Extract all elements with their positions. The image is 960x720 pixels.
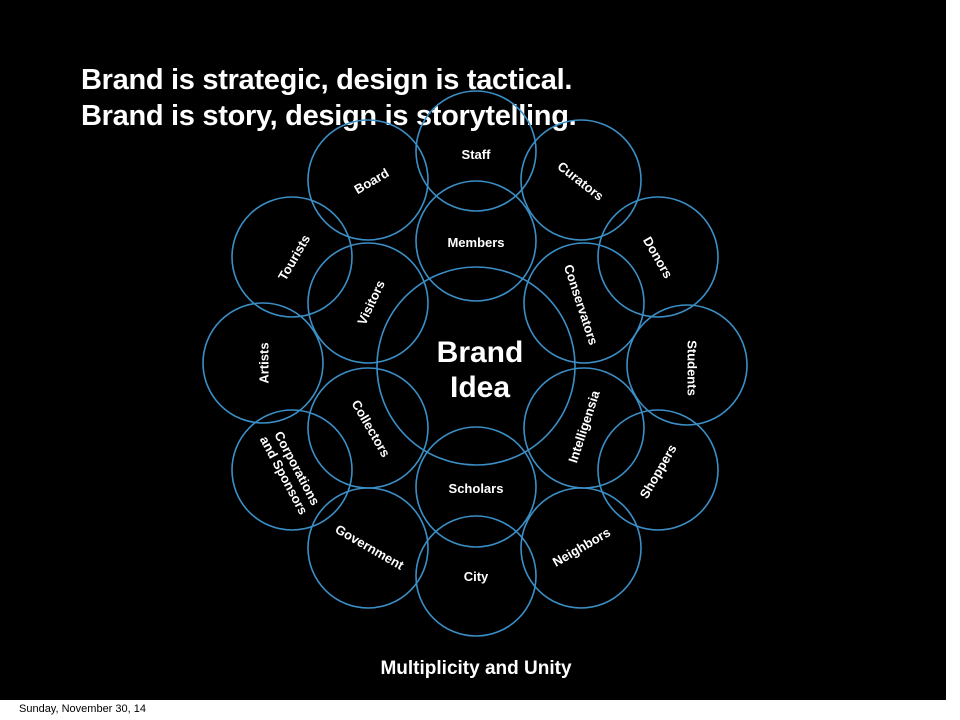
label-shoppers: Shoppers: [637, 442, 680, 501]
circle-board: [307, 119, 429, 241]
slide: Brand is strategic, design is tactical. …: [0, 0, 946, 700]
label-intelligensia: Intelligensia: [565, 388, 603, 465]
footer-date: Sunday, November 30, 14: [19, 703, 146, 715]
circle-shoppers: [597, 409, 719, 531]
label-curators: Curators: [555, 159, 607, 204]
label-scholars: Scholars: [449, 481, 504, 496]
label-city: City: [464, 569, 489, 584]
circle-conservators: [523, 242, 645, 364]
label-artists: Artists: [256, 342, 271, 383]
label-board: Board: [351, 165, 391, 197]
diagram-caption: Multiplicity and Unity: [380, 658, 571, 679]
circle-corporations: [231, 409, 353, 531]
circle-artists: [202, 302, 324, 424]
circle-staff: [415, 90, 537, 212]
circle-curators: [520, 119, 642, 241]
label-donors: Donors: [640, 234, 676, 281]
label-visitors: Visitors: [354, 278, 388, 327]
brand-idea-diagram: Brand Idea Members Conservators Intellig…: [202, 90, 748, 679]
label-students: Students: [685, 340, 700, 396]
circle-visitors: [307, 242, 429, 364]
label-members: Members: [447, 235, 504, 250]
slide-heading: Brand is strategic, design is tactical. …: [81, 62, 577, 134]
circle-government: [307, 487, 429, 609]
circle-donors: [597, 196, 719, 318]
circle-center: [376, 266, 576, 466]
circle-students: [626, 304, 748, 426]
circle-scholars: [415, 426, 537, 548]
label-staff: Staff: [462, 147, 492, 162]
label-conservators: Conservators: [561, 262, 601, 346]
heading-line-2: Brand is story, design is storytelling.: [81, 100, 577, 132]
footer-bar: [0, 700, 960, 720]
heading-line-1: Brand is strategic, design is tactical.: [81, 64, 573, 96]
circle-members: [415, 180, 537, 302]
label-collectors: Collectors: [349, 397, 394, 460]
label-tourists: Tourists: [275, 232, 313, 283]
center-label-idea: Idea: [450, 371, 510, 404]
label-government: Government: [333, 521, 407, 573]
label-corporations-group: Corporations and Sponsors: [257, 429, 323, 517]
circle-city: [415, 515, 537, 637]
label-neighbors: Neighbors: [550, 525, 613, 570]
circle-tourists: [231, 196, 353, 318]
center-label-brand: Brand: [437, 336, 524, 369]
circle-neighbors: [520, 487, 642, 609]
